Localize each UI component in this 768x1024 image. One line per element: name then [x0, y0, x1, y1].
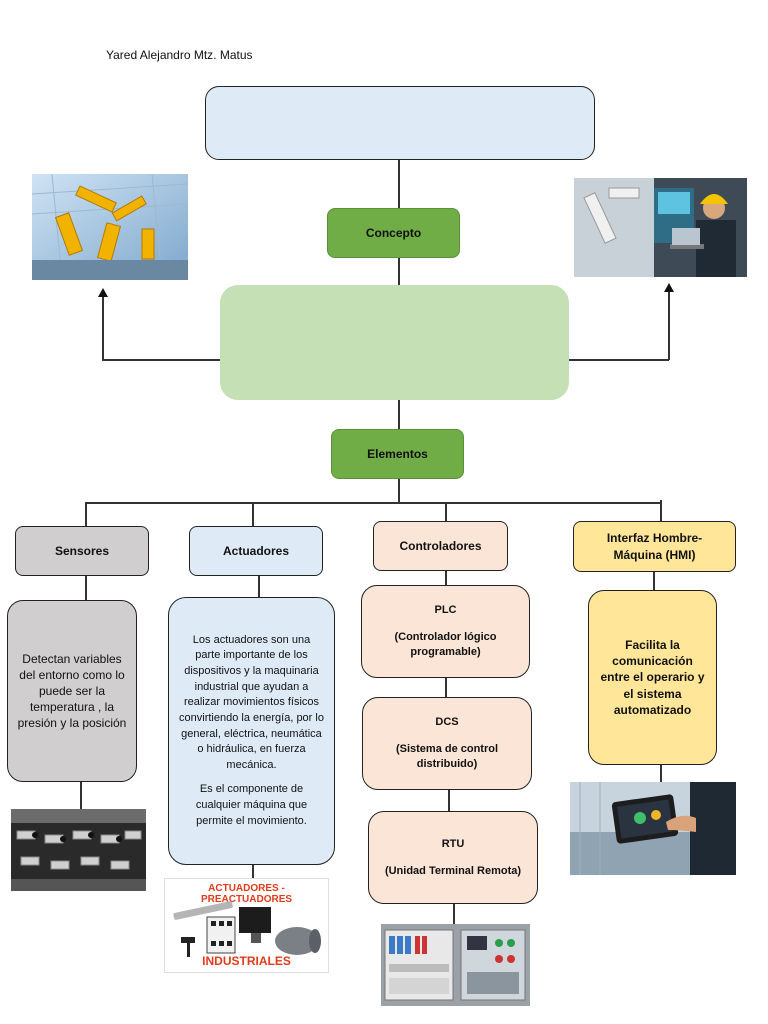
connector-top-concepto: [398, 160, 400, 210]
plc-title: PLC: [434, 604, 457, 617]
sensores-desc-box: Detectan variables del entorno como lo p…: [7, 600, 137, 782]
connector-right-up: [668, 292, 670, 360]
author-name: Yared Alejandro Mtz. Matus: [106, 48, 253, 62]
connector-hmi-desc: [653, 571, 655, 591]
horizontal-bus: [85, 502, 662, 504]
connector-main-right: [568, 359, 669, 361]
dcs-title: DCS: [435, 716, 459, 729]
arrow-up-right-icon: [664, 283, 674, 292]
connector-elementos-bus: [398, 479, 400, 503]
connector-main-elementos: [398, 400, 400, 430]
concepto-box: Concepto: [327, 208, 460, 258]
plc-subtitle: (Controlador lógico programable): [394, 631, 497, 658]
concepto-label: Concepto: [365, 225, 422, 240]
hmi-desc: Facilita la comunicación entre el operar…: [600, 638, 705, 717]
robot-arms-image: [32, 174, 188, 280]
actuators-image-bottom: INDUSTRIALES: [202, 954, 291, 968]
controladores-box: Controladores: [373, 521, 508, 571]
connector-rtu-img: [453, 904, 455, 924]
actuators-image: ACTUADORES - PREACTUADORES INDUSTRIALES: [164, 878, 329, 973]
bus-drop-actuadores: [252, 502, 254, 526]
elementos-box: Elementos: [331, 429, 464, 479]
hmi-desc-box: Facilita la comunicación entre el operar…: [588, 590, 717, 765]
elementos-label: Elementos: [367, 446, 428, 461]
concept-box: [220, 285, 569, 400]
hmi-box: Interfaz Hombre-Máquina (HMI): [573, 521, 736, 572]
connector-left-up: [102, 296, 104, 360]
actuadores-desc-1: Los actuadores son una parte importante …: [179, 633, 324, 771]
connector-main-left: [102, 359, 220, 361]
sensores-title: Sensores: [54, 543, 110, 558]
bus-drop-controladores: [445, 502, 447, 522]
actuators-image-title: ACTUADORES - PREACTUADORES: [200, 883, 293, 905]
arrow-up-left-icon: [98, 288, 108, 297]
sensores-box: Sensores: [15, 526, 149, 576]
rtu-title: RTU: [441, 837, 465, 850]
sensors-image: [11, 809, 146, 891]
connector-controladores-plc: [445, 570, 447, 586]
rtu-subtitle: (Unidad Terminal Remota): [384, 864, 522, 877]
actuadores-desc-box: Los actuadores son una parte importante …: [168, 597, 335, 865]
actuadores-title: Actuadores: [222, 543, 290, 558]
rtu-box: RTU (Unidad Terminal Remota): [368, 811, 538, 904]
title-box: [205, 86, 595, 160]
connector-dcs-rtu: [448, 789, 450, 812]
worker-laptop-image: [574, 178, 747, 277]
actuadores-desc-2: Es el componente de cualquier máquina qu…: [195, 783, 308, 827]
connector-sensores-desc: [85, 575, 87, 601]
connector-actuadores-desc: [258, 575, 260, 597]
plc-box: PLC (Controlador lógico programable): [361, 585, 530, 678]
control-cabinet-image: [381, 924, 530, 1006]
hmi-title: Interfaz Hombre-Máquina (HMI): [606, 531, 703, 562]
controladores-title: Controladores: [399, 538, 482, 553]
bus-drop-sensores: [85, 502, 87, 526]
dcs-subtitle: (Sistema de control distribuido): [395, 743, 499, 770]
sensores-desc: Detectan variables del entorno como lo p…: [17, 651, 127, 731]
dcs-box: DCS (Sistema de control distribuido): [362, 697, 532, 790]
connector-sensores-img: [80, 781, 82, 809]
connector-actuadores-img: [252, 864, 254, 878]
connector-plc-dcs: [445, 678, 447, 698]
connector-concepto-main: [398, 258, 400, 286]
connector-hmi-img: [660, 764, 662, 782]
hmi-tablet-image: [570, 782, 736, 875]
bus-drop-hmi: [660, 500, 662, 522]
actuadores-box: Actuadores: [189, 526, 323, 576]
